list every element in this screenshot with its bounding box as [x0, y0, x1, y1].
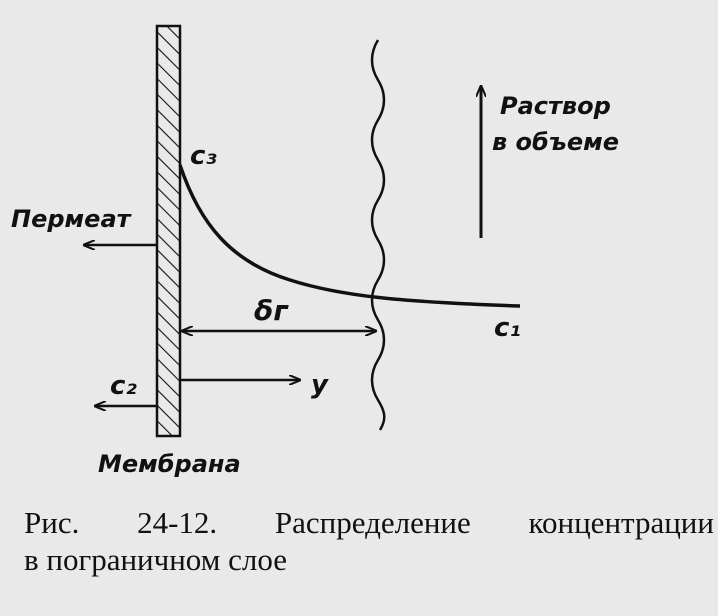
caption-line-2: в пограничном слое — [24, 542, 287, 577]
c2-label: c₂ — [110, 371, 137, 401]
membrane — [155, 24, 182, 438]
membrane-label: Мембрана — [98, 450, 241, 478]
concentration-curve — [178, 164, 521, 308]
solution-label-line2: в объеме — [492, 128, 619, 156]
c3-label: c₃ — [190, 141, 217, 171]
figure-caption: Рис. 24-12. Распределение концентрации в… — [24, 504, 714, 578]
delta-label: δᴦ — [254, 294, 289, 327]
caption-line-1: Рис. 24-12. Распределение концентрации — [24, 505, 714, 540]
boundary-layer-edge — [370, 39, 386, 431]
c1-label: c₁ — [494, 313, 521, 343]
y-label: y — [311, 370, 329, 400]
permeate-label: Пермеат — [11, 205, 133, 233]
solution-label-line1: Раствор — [500, 92, 611, 120]
boundary-layer-diagram: Пермеат Мембрана Раствор в объеме c₃ c₁ … — [11, 24, 619, 478]
